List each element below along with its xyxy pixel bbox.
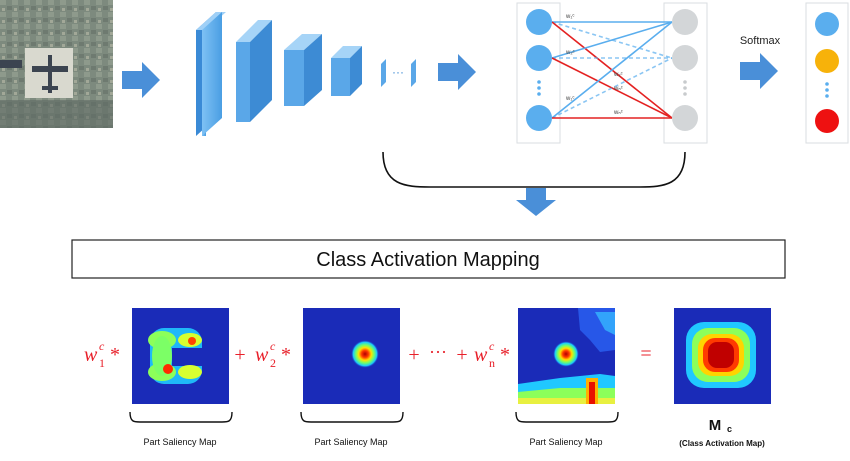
- weight-label: w₁ᶜ: [565, 14, 574, 20]
- class-node: [815, 109, 839, 133]
- plus-sign: +: [408, 344, 419, 366]
- equals-sign: =: [640, 343, 651, 365]
- fc-weights-bracket: [382, 151, 686, 188]
- fc-output-node: [672, 9, 698, 35]
- conv-layer-2: [236, 20, 272, 122]
- ellipsis-dot: [537, 92, 541, 96]
- ellipsis-dot: [683, 80, 687, 84]
- fc-right-box: [663, 2, 708, 144]
- svg-text:n: n: [489, 356, 495, 370]
- plus-sign: +: [234, 344, 245, 366]
- svg-text:*: *: [281, 344, 291, 366]
- weight-term-2: w c 2 *: [255, 339, 291, 370]
- weight-term-n: w c n *: [474, 339, 510, 370]
- saliency-map-1: [132, 308, 229, 404]
- svg-text:1: 1: [99, 356, 105, 370]
- cam-title-box: Class Activation Mapping: [71, 239, 786, 279]
- caption-bracket: [515, 411, 619, 423]
- fc-output-node: [672, 45, 698, 71]
- svg-text:*: *: [500, 344, 510, 366]
- saliency-caption-2: Part Saliency Map: [314, 437, 387, 447]
- ellipsis-dot: [683, 86, 687, 90]
- arrow-down-to-cam: [516, 188, 556, 216]
- fc-input-node: [526, 105, 552, 131]
- arrow-input-to-cnn: [122, 62, 160, 98]
- ellipsis-dot: [825, 82, 829, 86]
- conv-layer-5: ···: [381, 59, 416, 87]
- weight-label: w₁ᶜ: [565, 96, 574, 102]
- caption-bracket: [300, 411, 404, 423]
- ellipsis-dot: [825, 94, 829, 98]
- conv-layer-3: [284, 34, 322, 106]
- weight-term-1: w c 1 *: [84, 339, 120, 370]
- saliency-caption-n: Part Saliency Map: [529, 437, 602, 447]
- fc-input-node: [526, 9, 552, 35]
- ellipsis-dot: [537, 86, 541, 90]
- layer-ellipsis: ···: [392, 65, 404, 79]
- weight-label: w₂ᶜ: [565, 50, 575, 56]
- class-node: [815, 49, 839, 73]
- ellipsis-dot: [537, 80, 541, 84]
- ellipsis-dot: [683, 92, 687, 96]
- svg-text:w: w: [474, 344, 488, 366]
- plus-sign: +: [456, 344, 467, 366]
- fc-input-node: [526, 45, 552, 71]
- conv-layer-4: [331, 46, 362, 96]
- ellipsis-dot: [825, 88, 829, 92]
- airplane-icon: [32, 55, 68, 93]
- ellipsis: ···: [429, 342, 447, 362]
- arrow-softmax: [740, 53, 778, 89]
- class-activation-map: [674, 308, 771, 404]
- svg-text:w: w: [84, 344, 98, 366]
- cnn-layers: ···: [196, 12, 416, 136]
- svg-text:c: c: [727, 424, 732, 434]
- fc-weight-labels: w₁ᶜ w₂ᶜ w₁ᶜ w₂ᶜ wₙᶜ wₙᶜ: [565, 14, 623, 116]
- fc-left-box: [516, 2, 561, 144]
- saliency-map-n: [518, 308, 615, 404]
- fc-layer: w₁ᶜ w₂ᶜ w₁ᶜ w₂ᶜ wₙᶜ wₙᶜ: [516, 2, 708, 144]
- softmax-output: [805, 2, 849, 144]
- fc-output-node: [672, 105, 698, 131]
- arrow-cnn-to-fc: [438, 54, 476, 90]
- saliency-caption-1: Part Saliency Map: [143, 437, 216, 447]
- conv-layer-1: [196, 12, 226, 136]
- fc-edges: [551, 21, 673, 119]
- svg-text:M: M: [709, 417, 722, 434]
- softmax-label: Softmax: [740, 35, 781, 47]
- result-label: M c: [709, 417, 732, 434]
- saliency-map-2: [303, 308, 400, 404]
- svg-text:2: 2: [270, 356, 276, 370]
- svg-text:c: c: [270, 339, 276, 353]
- svg-text:w: w: [255, 344, 269, 366]
- input-aerial-image: [0, 0, 113, 128]
- svg-text:c: c: [489, 339, 495, 353]
- weight-label: wₙᶜ: [613, 110, 623, 116]
- class-node: [815, 12, 839, 36]
- caption-bracket: [129, 411, 233, 423]
- cam-title: Class Activation Mapping: [316, 249, 539, 271]
- weight-label: wₙᶜ: [613, 86, 623, 92]
- svg-text:c: c: [99, 339, 105, 353]
- result-caption: (Class Activation Map): [679, 439, 765, 448]
- weight-label: w₂ᶜ: [613, 72, 623, 78]
- svg-text:*: *: [110, 344, 120, 366]
